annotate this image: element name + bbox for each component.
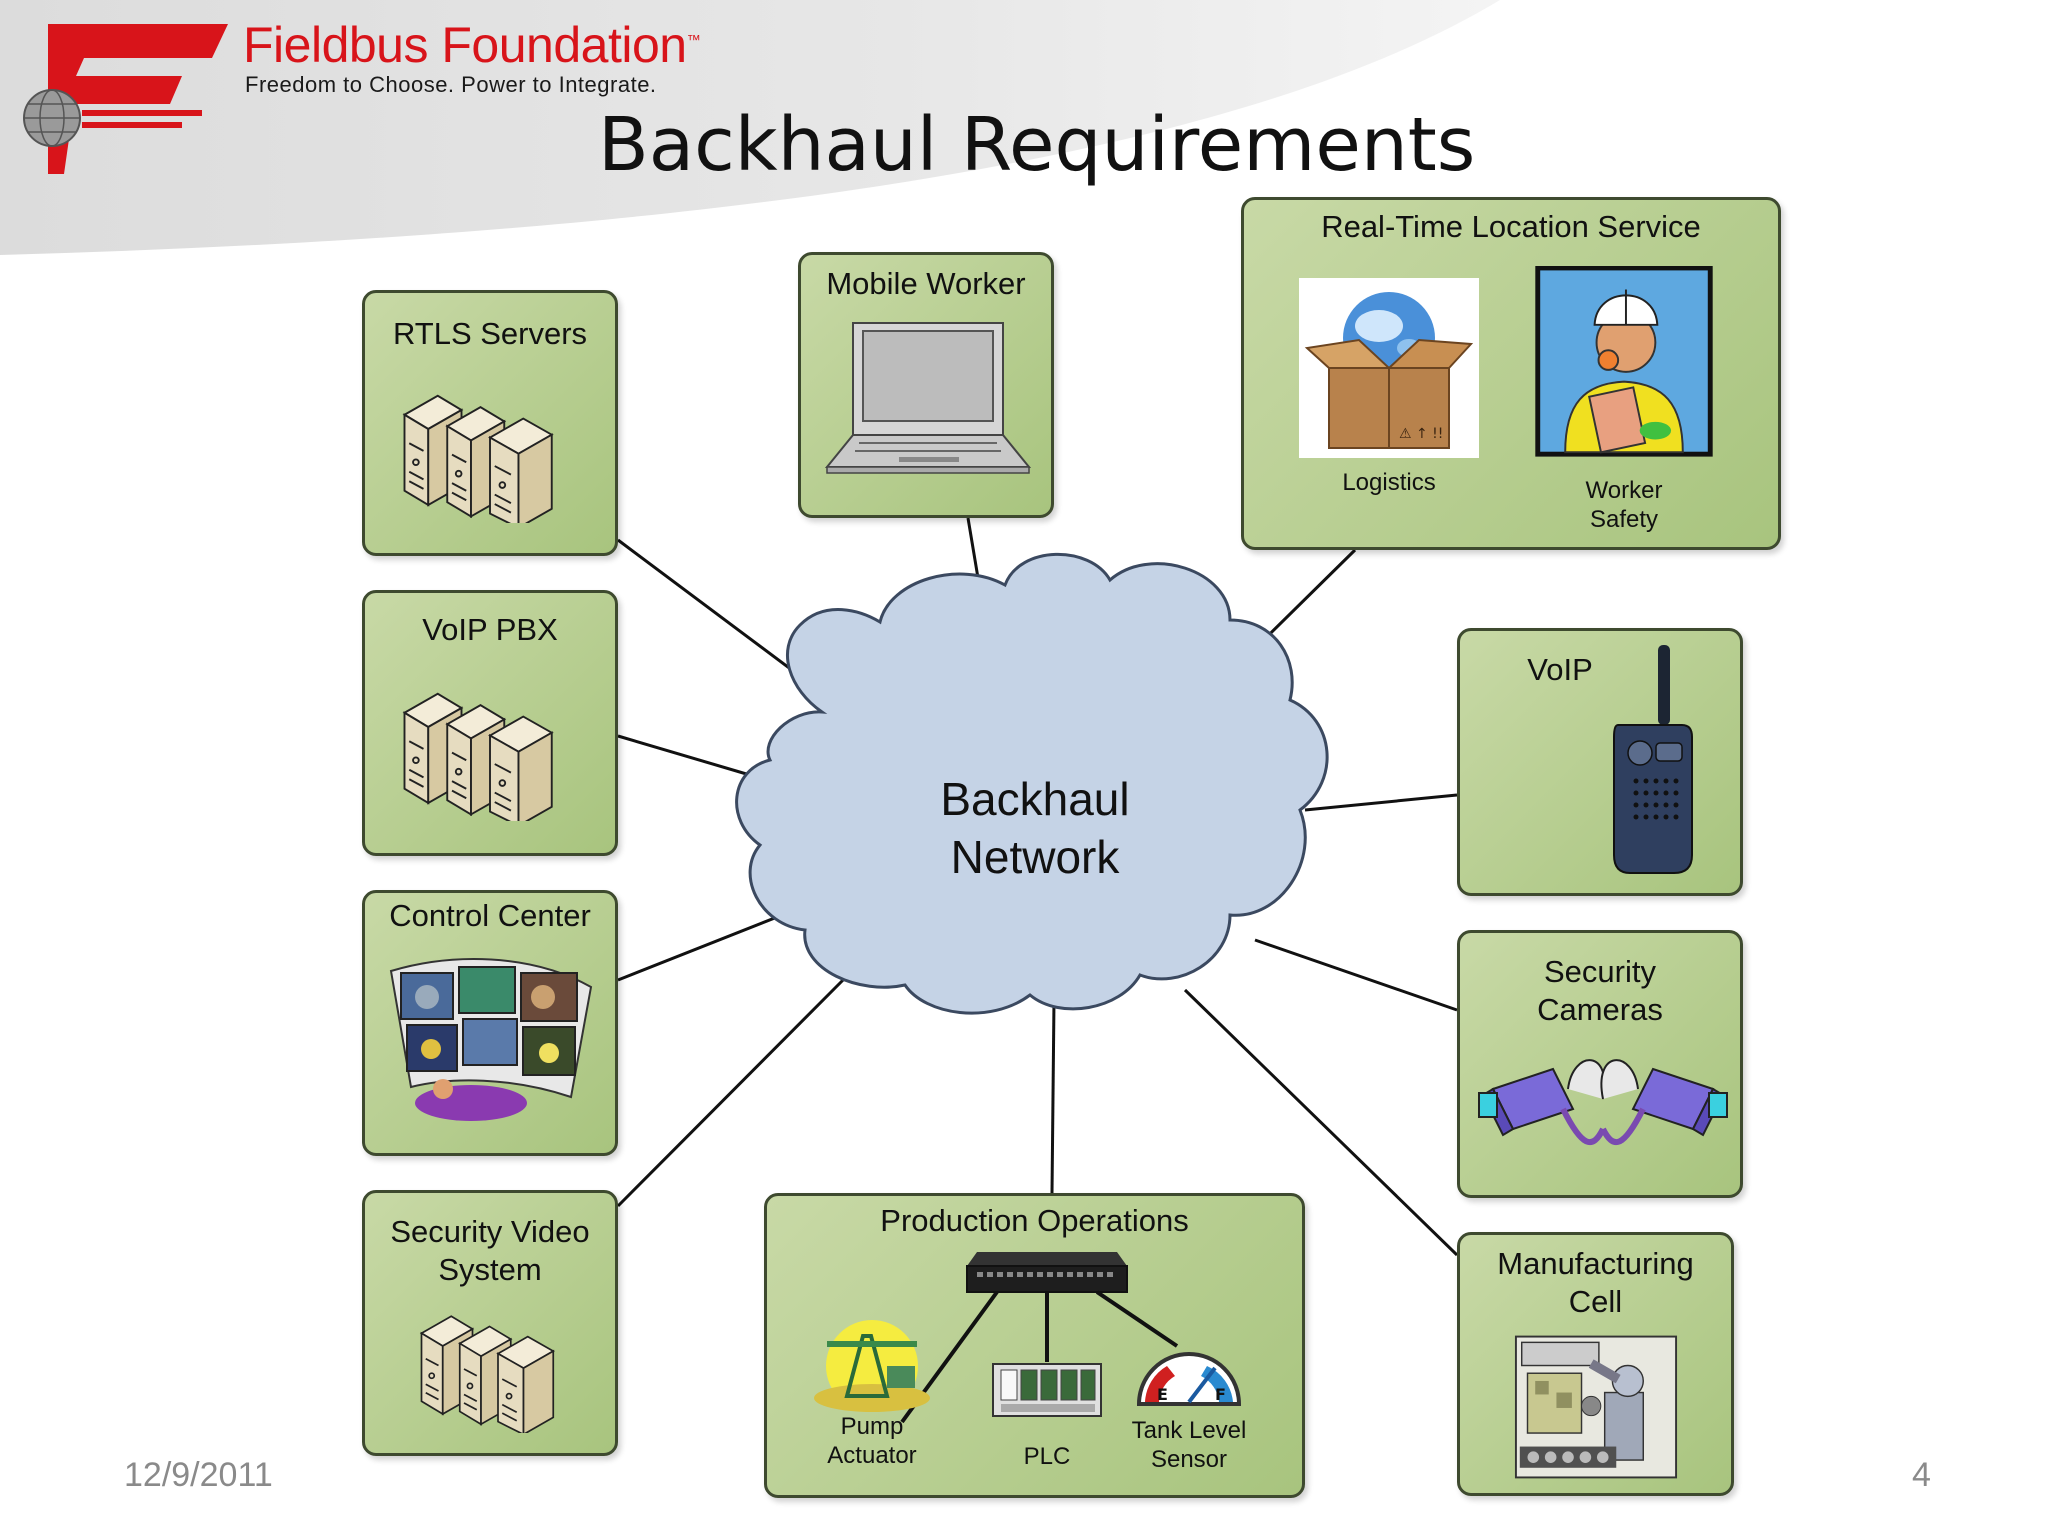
- pump-actuator-label: Pump Actuator: [827, 1413, 917, 1469]
- mobile-worker-title: Mobile Worker: [826, 266, 1026, 301]
- voip-box: VoIP: [1457, 628, 1743, 896]
- manufacturing-cell-title: Manufacturing Cell: [1497, 1246, 1694, 1319]
- server-rack-icon: [402, 394, 554, 523]
- backhaul-cloud: [735, 552, 1329, 1015]
- mobile-worker-box: Mobile Worker: [798, 252, 1054, 518]
- production-operations-title: Production Operations: [880, 1203, 1189, 1238]
- svg-text:⚠ ↑ !!: ⚠ ↑ !!: [1399, 426, 1443, 442]
- worker-safety-icon: [1535, 266, 1713, 457]
- production-wiring: E F: [814, 1252, 1242, 1424]
- rtls-servers-box: RTLS Servers: [362, 290, 618, 556]
- laptop-icon: [824, 322, 1032, 474]
- control-center-box: Control Center: [362, 890, 618, 1156]
- tank-level-gauge-icon: E F: [1136, 1352, 1242, 1406]
- control-center-title: Control Center: [389, 898, 591, 933]
- pump-actuator-icon: [814, 1320, 930, 1412]
- security-cameras-title: Security Cameras: [1537, 954, 1663, 1027]
- production-operations-box: Production Operations: [764, 1193, 1305, 1498]
- pbx-server-icon: [402, 692, 554, 821]
- logistics-label: Logistics: [1342, 469, 1436, 496]
- fieldbus-logo-icon: [23, 24, 228, 174]
- svg-text:E: E: [1157, 1385, 1168, 1404]
- radio-handset-icon: [1613, 645, 1693, 874]
- svg-text:F: F: [1215, 1385, 1226, 1404]
- tank-level-sensor-label: Tank Level Sensor: [1131, 1417, 1247, 1473]
- slide-date: 12/9/2011: [124, 1456, 273, 1494]
- security-cameras-box: Security Cameras: [1457, 930, 1743, 1198]
- security-video-system-box: Security Video System: [362, 1190, 618, 1456]
- control-room-monitors-icon: [389, 958, 593, 1121]
- video-server-icon: [419, 1315, 555, 1433]
- manufacturing-cell-box: Manufacturing Cell: [1457, 1232, 1734, 1496]
- logistics-box-globe-icon: ⚠ ↑ !!: [1299, 278, 1479, 458]
- voip-pbx-title: VoIP PBX: [422, 612, 558, 647]
- slide-page-number: 4: [1912, 1456, 1931, 1494]
- rtls-servers-title: RTLS Servers: [392, 316, 588, 351]
- brand-tagline: Freedom to Choose. Power to Integrate.: [245, 72, 657, 97]
- rtls-service-title: Real-Time Location Service: [1321, 209, 1701, 244]
- plc-label: PLC: [1023, 1443, 1071, 1470]
- network-switch-icon: [966, 1252, 1128, 1293]
- plc-icon: [992, 1363, 1102, 1417]
- backhaul-network-label: Backhaul Network: [940, 773, 1130, 883]
- robot-arm-cell-icon: [1514, 1335, 1678, 1479]
- header-band: [0, 0, 1500, 255]
- voip-pbx-box: VoIP PBX: [362, 590, 618, 856]
- worker-safety-label: Worker Safety: [1585, 477, 1663, 533]
- slide-title: Backhaul Requirements: [598, 102, 1476, 188]
- real-time-location-service-box: Real-Time Location Service ⚠ ↑ !! Logist…: [1241, 197, 1781, 550]
- security-camera-icon: [1478, 1059, 1728, 1146]
- voip-title: VoIP: [1527, 652, 1593, 687]
- brand-name: Fieldbus Foundation™: [243, 17, 701, 73]
- security-video-title: Security Video System: [390, 1214, 590, 1287]
